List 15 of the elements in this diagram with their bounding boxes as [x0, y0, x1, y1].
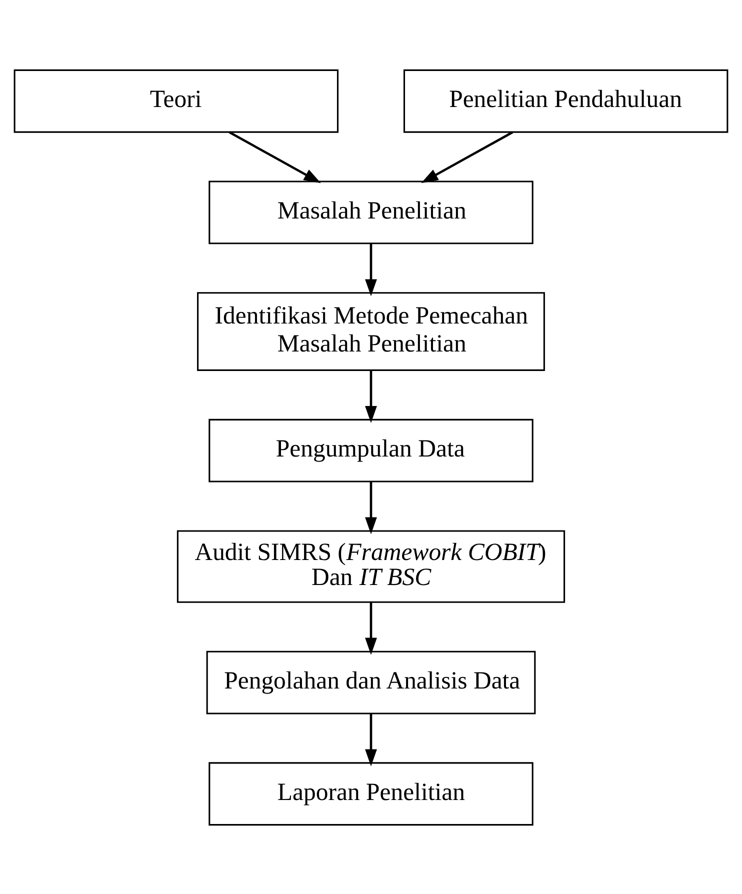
arrow — [365, 602, 377, 654]
node-box: Pengumpulan Data — [208, 418, 534, 482]
node-box: Identifikasi Metode Pemecahan Masalah Penelitian — [197, 292, 545, 370]
arrow — [365, 713, 377, 766]
node-box: Masalah Penelitian — [208, 180, 534, 244]
node-box: Pengolahan dan Analisis Data — [206, 650, 536, 714]
node-box: Teori — [14, 68, 339, 132]
arrow — [421, 130, 514, 183]
arrow — [365, 370, 377, 422]
node-box: Laporan Penelitian — [208, 762, 534, 826]
node-box: Audit SIMRS (Framework COBIT) Dan IT BSC — [176, 530, 566, 602]
arrow — [365, 481, 377, 534]
arrow — [228, 130, 321, 183]
arrow — [365, 243, 377, 296]
node-box: Penelitian Pendahuluan — [403, 68, 728, 132]
